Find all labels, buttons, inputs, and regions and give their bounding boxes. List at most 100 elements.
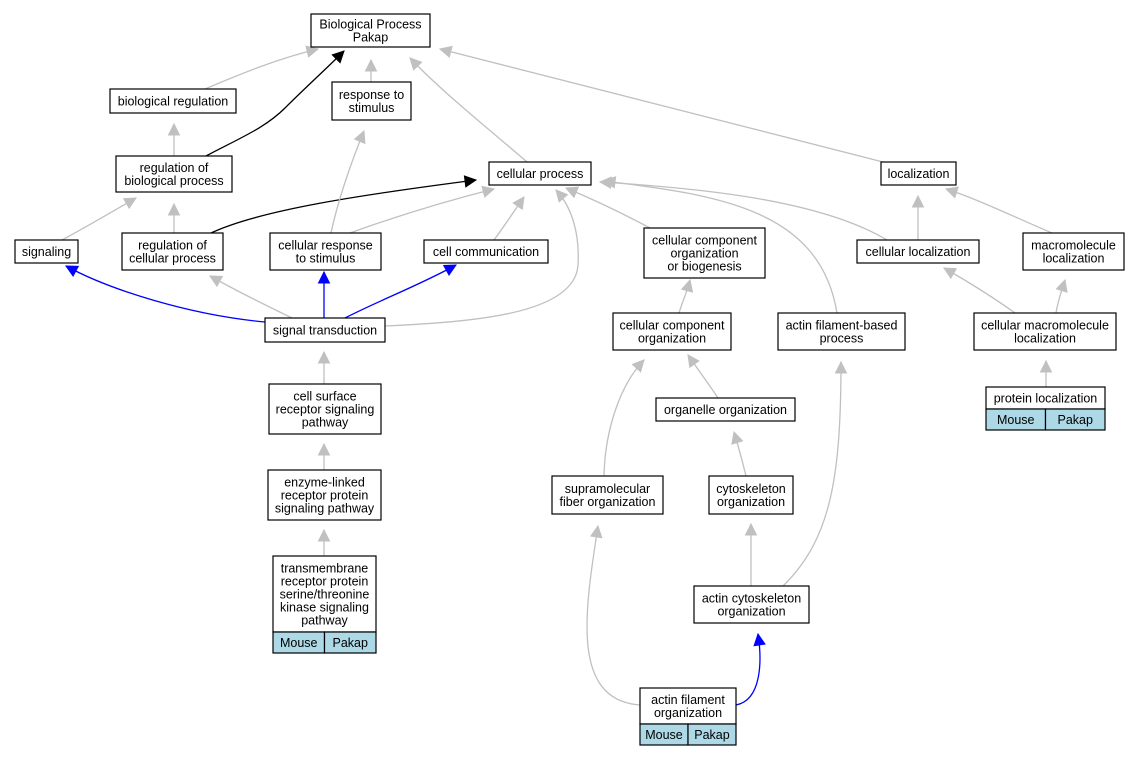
node-sig-trans[interactable]: signal transduction bbox=[264, 317, 386, 343]
node-box bbox=[272, 555, 377, 633]
edge-line bbox=[330, 130, 365, 234]
edge-line bbox=[409, 57, 528, 163]
edge-line bbox=[603, 359, 645, 477]
edges-layer bbox=[61, 45, 1068, 706]
edge-line bbox=[344, 264, 457, 319]
node-box bbox=[693, 585, 810, 624]
node-box bbox=[973, 312, 1117, 351]
arrowhead bbox=[512, 196, 525, 211]
node-label-line: fiber organization bbox=[560, 495, 656, 509]
arrowhead bbox=[1055, 278, 1068, 293]
arrowhead bbox=[438, 45, 453, 59]
arrowhead bbox=[481, 185, 496, 198]
node-label-line: receptor protein bbox=[281, 489, 369, 503]
edge-cell_loc-to-localization bbox=[911, 194, 925, 240]
arrowhead bbox=[753, 632, 766, 647]
node-label-line: actin cytoskeleton bbox=[702, 592, 801, 606]
node-box bbox=[488, 161, 592, 186]
edge-actin_cytoskel-to-actin_fb bbox=[782, 360, 848, 587]
edge-sig_trans-to-cell_comm bbox=[344, 264, 457, 319]
arrowhead bbox=[317, 442, 331, 456]
edge-reg_bp-to-bp_root bbox=[205, 50, 345, 157]
edge-line bbox=[603, 180, 838, 314]
node-label-line: to stimulus bbox=[296, 252, 356, 266]
edge-actin_fil_org-to-supramol bbox=[586, 524, 641, 706]
arrowhead bbox=[122, 197, 137, 210]
node-box bbox=[639, 687, 737, 725]
node-label-line: cell communication bbox=[433, 245, 539, 259]
arrowhead bbox=[555, 189, 569, 203]
edge-line bbox=[209, 275, 293, 319]
node-box bbox=[1022, 232, 1125, 271]
node-label-line: cellular localization bbox=[866, 245, 971, 259]
node-localization[interactable]: localization bbox=[880, 161, 957, 186]
arrowhead bbox=[353, 129, 366, 145]
edge-cell_comm-to-cell_proc bbox=[493, 196, 525, 241]
node-label-line: transmembrane bbox=[281, 562, 369, 576]
node-box bbox=[423, 239, 549, 264]
edge-sig_trans-to-cell_resp bbox=[317, 270, 331, 318]
node-cell-comm[interactable]: cell communication bbox=[423, 239, 549, 264]
annotation-label: Pakap bbox=[1058, 413, 1093, 427]
edge-line bbox=[204, 48, 319, 90]
arrowhead bbox=[944, 186, 959, 199]
arrowhead bbox=[943, 267, 958, 280]
node-label-line: kinase signaling bbox=[280, 601, 369, 615]
node-label-line: receptor signaling bbox=[276, 403, 375, 417]
node-box bbox=[264, 317, 386, 343]
node-label-line: or biogenesis bbox=[667, 260, 741, 274]
node-label-line: organization bbox=[717, 495, 785, 509]
arrowhead bbox=[364, 58, 378, 72]
node-label-line: cellular process bbox=[497, 167, 584, 181]
node-cell-loc[interactable]: cellular localization bbox=[856, 239, 980, 264]
annotation-label: Mouse bbox=[645, 728, 683, 742]
edge-line bbox=[65, 265, 266, 323]
arrowhead bbox=[317, 350, 331, 364]
node-label-line: enzyme-linked bbox=[284, 476, 365, 490]
node-label-line: actin filament-based bbox=[786, 319, 898, 333]
arrowhead bbox=[331, 50, 345, 64]
node-label-line: cell surface bbox=[293, 390, 356, 404]
node-box bbox=[856, 239, 980, 264]
node-signaling[interactable]: signaling bbox=[14, 239, 79, 264]
arrowhead bbox=[317, 270, 331, 284]
edge-cell_proc-to-bp_root bbox=[409, 57, 528, 163]
node-organelle-org[interactable]: organelle organization bbox=[655, 397, 796, 422]
node-cell-proc[interactable]: cellular process bbox=[488, 161, 592, 186]
node-box bbox=[655, 397, 796, 422]
edge-sig_trans-to-signaling bbox=[65, 265, 266, 323]
node-bio-reg[interactable]: biological regulation bbox=[109, 88, 237, 114]
node-box bbox=[14, 239, 79, 264]
edge-line bbox=[205, 50, 345, 157]
annotation-label: Mouse bbox=[997, 413, 1035, 427]
node-label-line: Biological Process bbox=[319, 18, 421, 32]
edge-cc_org-to-cc_org_bio bbox=[678, 278, 694, 314]
node-label-line: signaling bbox=[22, 245, 71, 259]
edge-cell_macro_loc-to-macro_loc bbox=[1055, 278, 1068, 314]
node-label-line: macromolecule bbox=[1031, 239, 1116, 253]
edge-macro_loc-to-localization bbox=[944, 186, 1053, 234]
node-label-line: localization bbox=[1043, 252, 1105, 266]
node-label-line: localization bbox=[1014, 332, 1076, 346]
arrowhead bbox=[65, 265, 80, 277]
node-box bbox=[267, 469, 382, 521]
edge-cc_org_bio-to-cell_proc bbox=[564, 186, 651, 229]
